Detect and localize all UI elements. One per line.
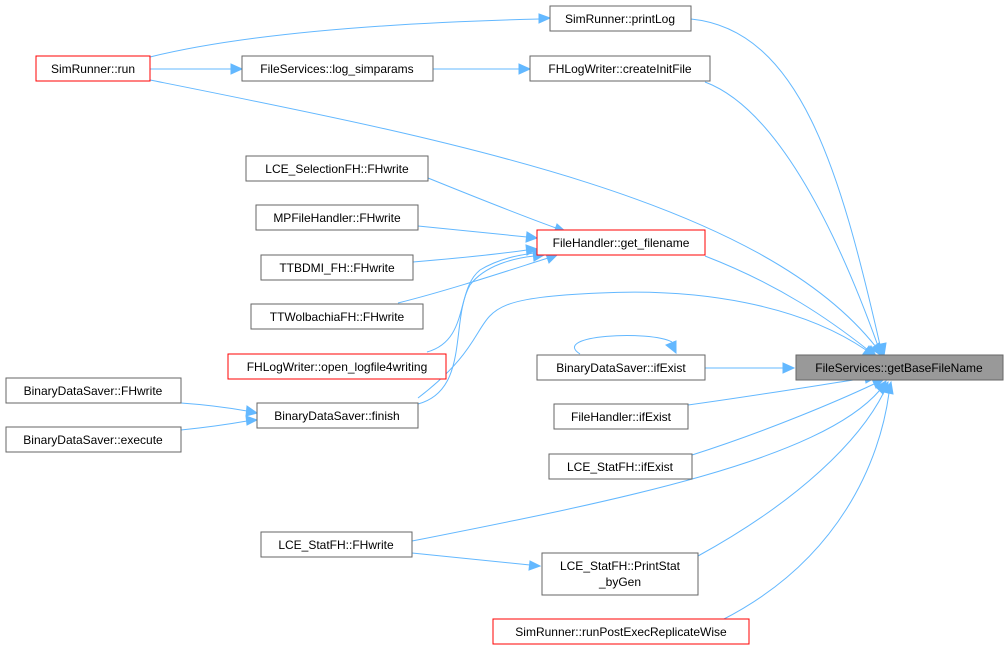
node-ttbdmi[interactable]: TTBDMI_FH::FHwrite [260, 254, 414, 281]
node-label-line1: LCE_StatFH::PrintStat [560, 559, 681, 573]
node-bdsfhwrite[interactable]: BinaryDataSaver::FHwrite [5, 377, 182, 404]
edge-arrow-icon [528, 560, 542, 571]
node-ttwol[interactable]: TTWolbachiaFH::FHwrite [250, 303, 424, 330]
node-bdsexec[interactable]: BinaryDataSaver::execute [5, 426, 182, 453]
node-lcesel[interactable]: LCE_SelectionFH::FHwrite [245, 155, 429, 182]
edge-runpost-to-root [721, 392, 890, 621]
node-root[interactable]: FileServices::getBaseFileName [795, 354, 1004, 381]
node-label: LCE_StatFH::ifExist [567, 460, 674, 474]
edge-ttbdmi-to-getfn [412, 249, 528, 263]
edge-arrow-icon [870, 342, 883, 358]
edge-arrow-icon [525, 231, 539, 243]
node-label: SimRunner::printLog [565, 12, 675, 26]
edge-openlog-to-getfn [426, 252, 535, 353]
node-label: LCE_SelectionFH::FHwrite [265, 162, 409, 176]
node-getfn[interactable]: FileHandler::get_filename [536, 229, 706, 256]
node-label: FileHandler::ifExist [571, 410, 672, 424]
node-lcestatfhwrite[interactable]: LCE_StatFH::FHwrite [260, 531, 413, 558]
nodes: FileServices::getBaseFileName SimRunner:… [5, 5, 1004, 645]
node-label: SimRunner::run [51, 62, 135, 76]
edge-lcesel-to-getfn [427, 177, 557, 229]
node-label-line2: _byGen [598, 575, 641, 589]
node-run[interactable]: SimRunner::run [35, 55, 151, 82]
node-label: TTBDMI_FH::FHwrite [279, 261, 395, 275]
edge-bdsfinish-to-root [417, 291, 867, 399]
node-runpost[interactable]: SimRunner::runPostExecReplicateWise [492, 618, 750, 645]
edges [149, 13, 894, 621]
node-label: LCE_StatFH::FHwrite [278, 538, 394, 552]
node-label: FHLogWriter::open_logfile4writing [247, 360, 428, 374]
node-label: BinaryDataSaver::ifExist [556, 361, 686, 375]
edge-arrow-icon [245, 405, 259, 417]
edge-arrow-icon [245, 415, 259, 426]
edge-lcestatfhwrite-to-root [411, 389, 881, 542]
node-printstat[interactable]: LCE_StatFH::PrintStat _byGen [541, 552, 699, 596]
node-label: TTWolbachiaFH::FHwrite [270, 310, 405, 324]
node-bdsfinish[interactable]: BinaryDataSaver::finish [256, 402, 419, 429]
edge-arrow-icon [518, 63, 532, 75]
node-fhexist[interactable]: FileHandler::ifExist [553, 403, 689, 430]
node-label: BinaryDataSaver::execute [23, 433, 163, 447]
edge-lcestatfhwrite-to-printstat [411, 552, 531, 566]
edge-arrow-icon [782, 362, 796, 374]
edge-ttwol-to-getfn [397, 257, 549, 304]
edge-getfn-to-root [704, 255, 869, 351]
edge-bdsexec-to-bdsfinish [180, 420, 248, 431]
edge-run-to-printlog [149, 18, 541, 58]
node-lcestatexist[interactable]: LCE_StatFH::ifExist [548, 453, 693, 480]
node-printlog[interactable]: SimRunner::printLog [549, 5, 692, 32]
node-label: BinaryDataSaver::FHwrite [24, 384, 163, 398]
edge-printstat-to-root [697, 391, 885, 557]
edge-mpfh-to-getfn [417, 225, 528, 238]
node-label: FileServices::getBaseFileName [815, 361, 983, 375]
node-mpfh[interactable]: MPFileHandler::FHwrite [255, 204, 419, 231]
edge-bdsexist-self [574, 335, 673, 355]
node-createinit[interactable]: FHLogWriter::createInitFile [529, 55, 711, 82]
edge-createinit-to-root [704, 81, 879, 347]
node-label: SimRunner::runPostExecReplicateWise [515, 625, 727, 639]
node-openlog[interactable]: FHLogWriter::open_logfile4writing [227, 353, 447, 380]
node-label: FHLogWriter::createInitFile [548, 62, 691, 76]
edge-arrow-icon [525, 244, 539, 256]
edge-arrow-icon [230, 63, 244, 75]
edge-arrow-icon [665, 340, 677, 355]
node-bdsexist[interactable]: BinaryDataSaver::ifExist [536, 354, 706, 381]
node-label: BinaryDataSaver::finish [274, 409, 399, 423]
node-label: MPFileHandler::FHwrite [273, 211, 401, 225]
node-logsim[interactable]: FileServices::log_simparams [241, 55, 434, 82]
edge-run-to-root [149, 79, 877, 348]
edge-printlog-to-root [690, 18, 881, 346]
edge-arrow-icon [538, 13, 552, 24]
edge-bdsfinish-to-getfn [417, 255, 535, 405]
edge-fhexist-to-root [687, 377, 867, 406]
edge-bdsfhwrite-to-bdsfinish [180, 402, 248, 412]
edge-arrow-icon [883, 380, 894, 395]
edge-lcestatexist-to-root [691, 383, 875, 456]
node-label: FileHandler::get_filename [553, 236, 690, 250]
node-label: FileServices::log_simparams [260, 62, 413, 76]
